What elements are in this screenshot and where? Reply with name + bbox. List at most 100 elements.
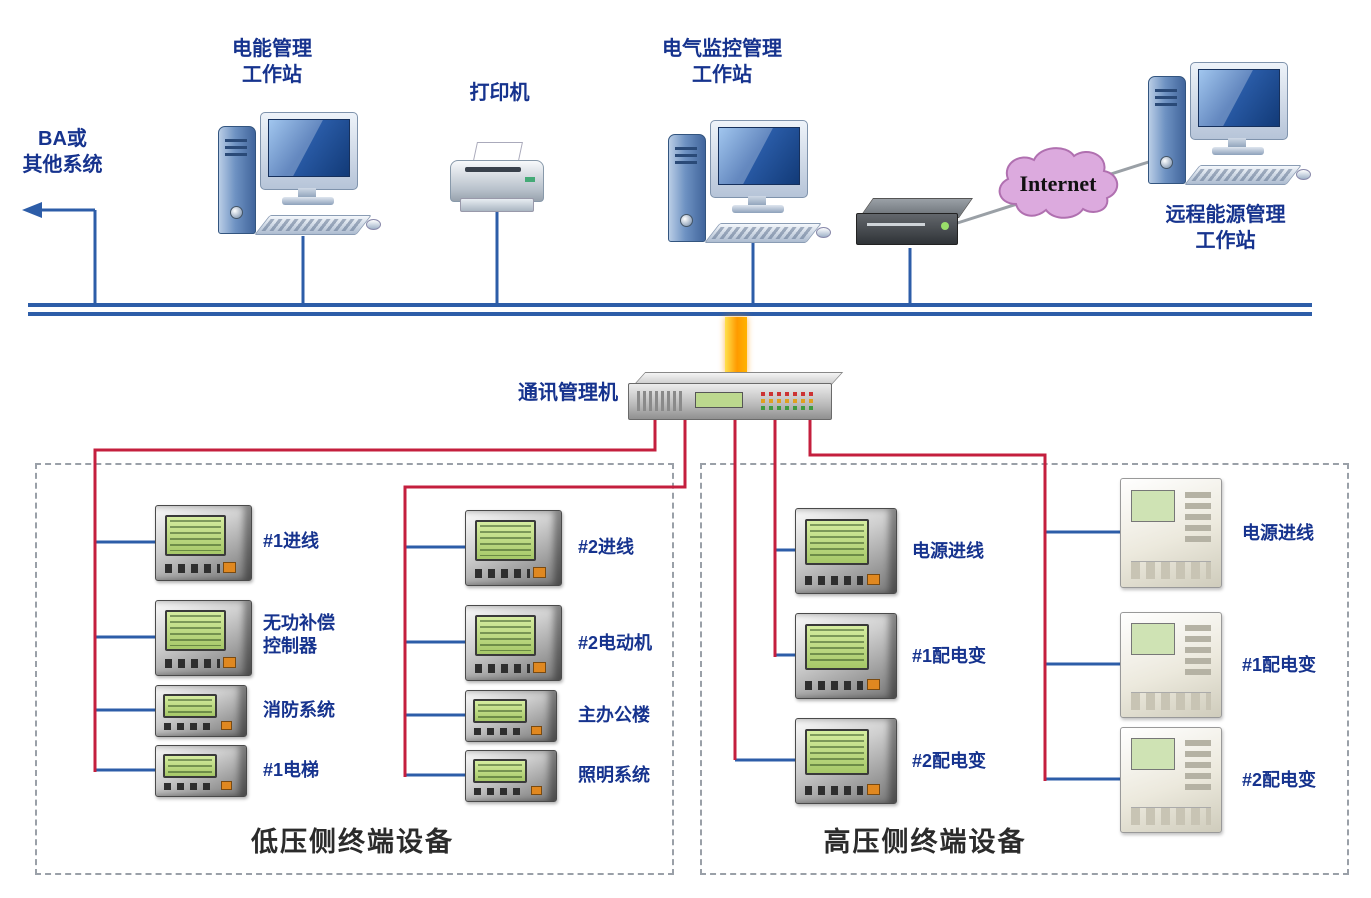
computer-tower-icon (218, 126, 256, 234)
device-label: #2进线 (578, 537, 635, 557)
meter-led (222, 562, 236, 574)
meter-lcd (474, 614, 536, 656)
internet-label: Internet (1020, 171, 1098, 196)
computer-screen-icon (718, 127, 800, 185)
monitor-base-icon (1212, 147, 1264, 155)
monitor-stand-icon (748, 196, 766, 205)
meter-icon (465, 510, 562, 586)
meter-icon (465, 605, 562, 681)
meter-lcd (164, 609, 226, 651)
relay-ports (1131, 807, 1211, 825)
meter-buttons (164, 782, 214, 790)
comm-manager-icon (628, 372, 844, 422)
meter-icon (155, 505, 252, 581)
device-label: #2电动机 (578, 633, 653, 653)
remote-workstation-label: 远程能源管理 工作站 (1165, 204, 1286, 252)
relay-icon (1120, 727, 1222, 833)
device-label: 电源进线 (1242, 523, 1314, 543)
monitor-stand-icon (1228, 138, 1246, 147)
meter-buttons (474, 787, 524, 795)
meter-icon (155, 685, 247, 737)
device-label: #2配电变 (912, 751, 987, 771)
meter-buttons (474, 569, 530, 579)
device-label: 无功补偿 控制器 (263, 613, 335, 656)
meter-led (867, 679, 880, 691)
monitoring-workstation-icon (668, 120, 831, 252)
comm-manager-front-icon (628, 383, 832, 420)
device-label: 消防系统 (263, 700, 335, 720)
red-fieldbus-lines (93, 418, 1047, 781)
mouse-icon (366, 219, 381, 230)
meter-icon (465, 690, 557, 742)
device-label: #1进线 (263, 531, 320, 551)
keyboard-icon (1184, 165, 1302, 185)
meter-led (220, 780, 232, 790)
meter-led (532, 662, 546, 674)
led-row-red-icon (761, 392, 817, 396)
printer-body-icon (450, 160, 544, 202)
meter-lcd (473, 759, 527, 783)
meter-icon (795, 508, 897, 594)
monitor-base-icon (282, 197, 334, 205)
internet-cloud-icon: Internet (988, 138, 1128, 226)
high-voltage-group-label: 高压侧终端设备 (823, 827, 1027, 857)
meter-icon (795, 613, 897, 699)
meter-buttons (474, 664, 530, 674)
meter-buttons (164, 564, 220, 574)
keyboard-icon (704, 223, 822, 243)
low-voltage-group-box (35, 463, 674, 875)
meter-buttons (164, 722, 214, 730)
mouse-icon (1296, 169, 1311, 180)
relay-ports (1131, 561, 1211, 580)
meter-lcd (163, 754, 217, 778)
relay-keys (1185, 740, 1211, 791)
low-voltage-group-label: 低压侧终端设备 (251, 827, 454, 857)
led-row-green-icon (761, 406, 817, 410)
meter-lcd (805, 519, 869, 566)
meter-lcd (805, 729, 869, 776)
printer-label: 打印机 (469, 82, 530, 104)
relay-icon (1120, 612, 1222, 718)
relay-icon (1120, 478, 1222, 588)
meter-lcd (164, 514, 226, 556)
meter-led (530, 725, 542, 735)
relay-lcd (1131, 738, 1175, 770)
meter-buttons (805, 576, 863, 586)
meter-led (222, 657, 236, 669)
comm-manager-label: 通讯管理机 (518, 382, 618, 404)
comm-display-icon (695, 392, 743, 408)
meter-icon (155, 745, 247, 797)
modem-icon (856, 198, 974, 248)
remote-workstation-icon (1148, 62, 1311, 194)
printer-icon (450, 142, 546, 218)
blue-drop-lines (40, 208, 1122, 781)
ba-system-label: BA或 其他系统 (22, 128, 103, 176)
meter-led (867, 784, 880, 796)
device-label: 照明系统 (578, 765, 650, 785)
computer-screen-icon (1198, 69, 1280, 127)
ba-arrowhead (22, 202, 42, 218)
device-label: 电源进线 (912, 541, 984, 561)
meter-lcd (474, 519, 536, 561)
device-label: #1电梯 (263, 760, 320, 780)
relay-lcd (1131, 489, 1175, 523)
meter-lcd (805, 624, 869, 671)
meter-led (530, 785, 542, 795)
monitor-stand-icon (298, 188, 316, 197)
computer-tower-icon (1148, 76, 1186, 184)
meter-lcd (163, 694, 217, 718)
meter-icon (465, 750, 557, 802)
meter-icon (155, 600, 252, 676)
relay-ports (1131, 692, 1211, 710)
led-row-yellow-icon (761, 399, 817, 403)
high-voltage-group-box (700, 463, 1349, 875)
monitor-base-icon (732, 205, 784, 213)
monitoring-workstation-label: 电气监控管理 工作站 (662, 38, 782, 86)
printer-tray-icon (460, 198, 534, 212)
mouse-icon (816, 227, 831, 238)
device-label: 主办公楼 (578, 705, 650, 725)
device-label: #2配电变 (1242, 770, 1317, 790)
computer-monitor-icon (260, 112, 358, 190)
